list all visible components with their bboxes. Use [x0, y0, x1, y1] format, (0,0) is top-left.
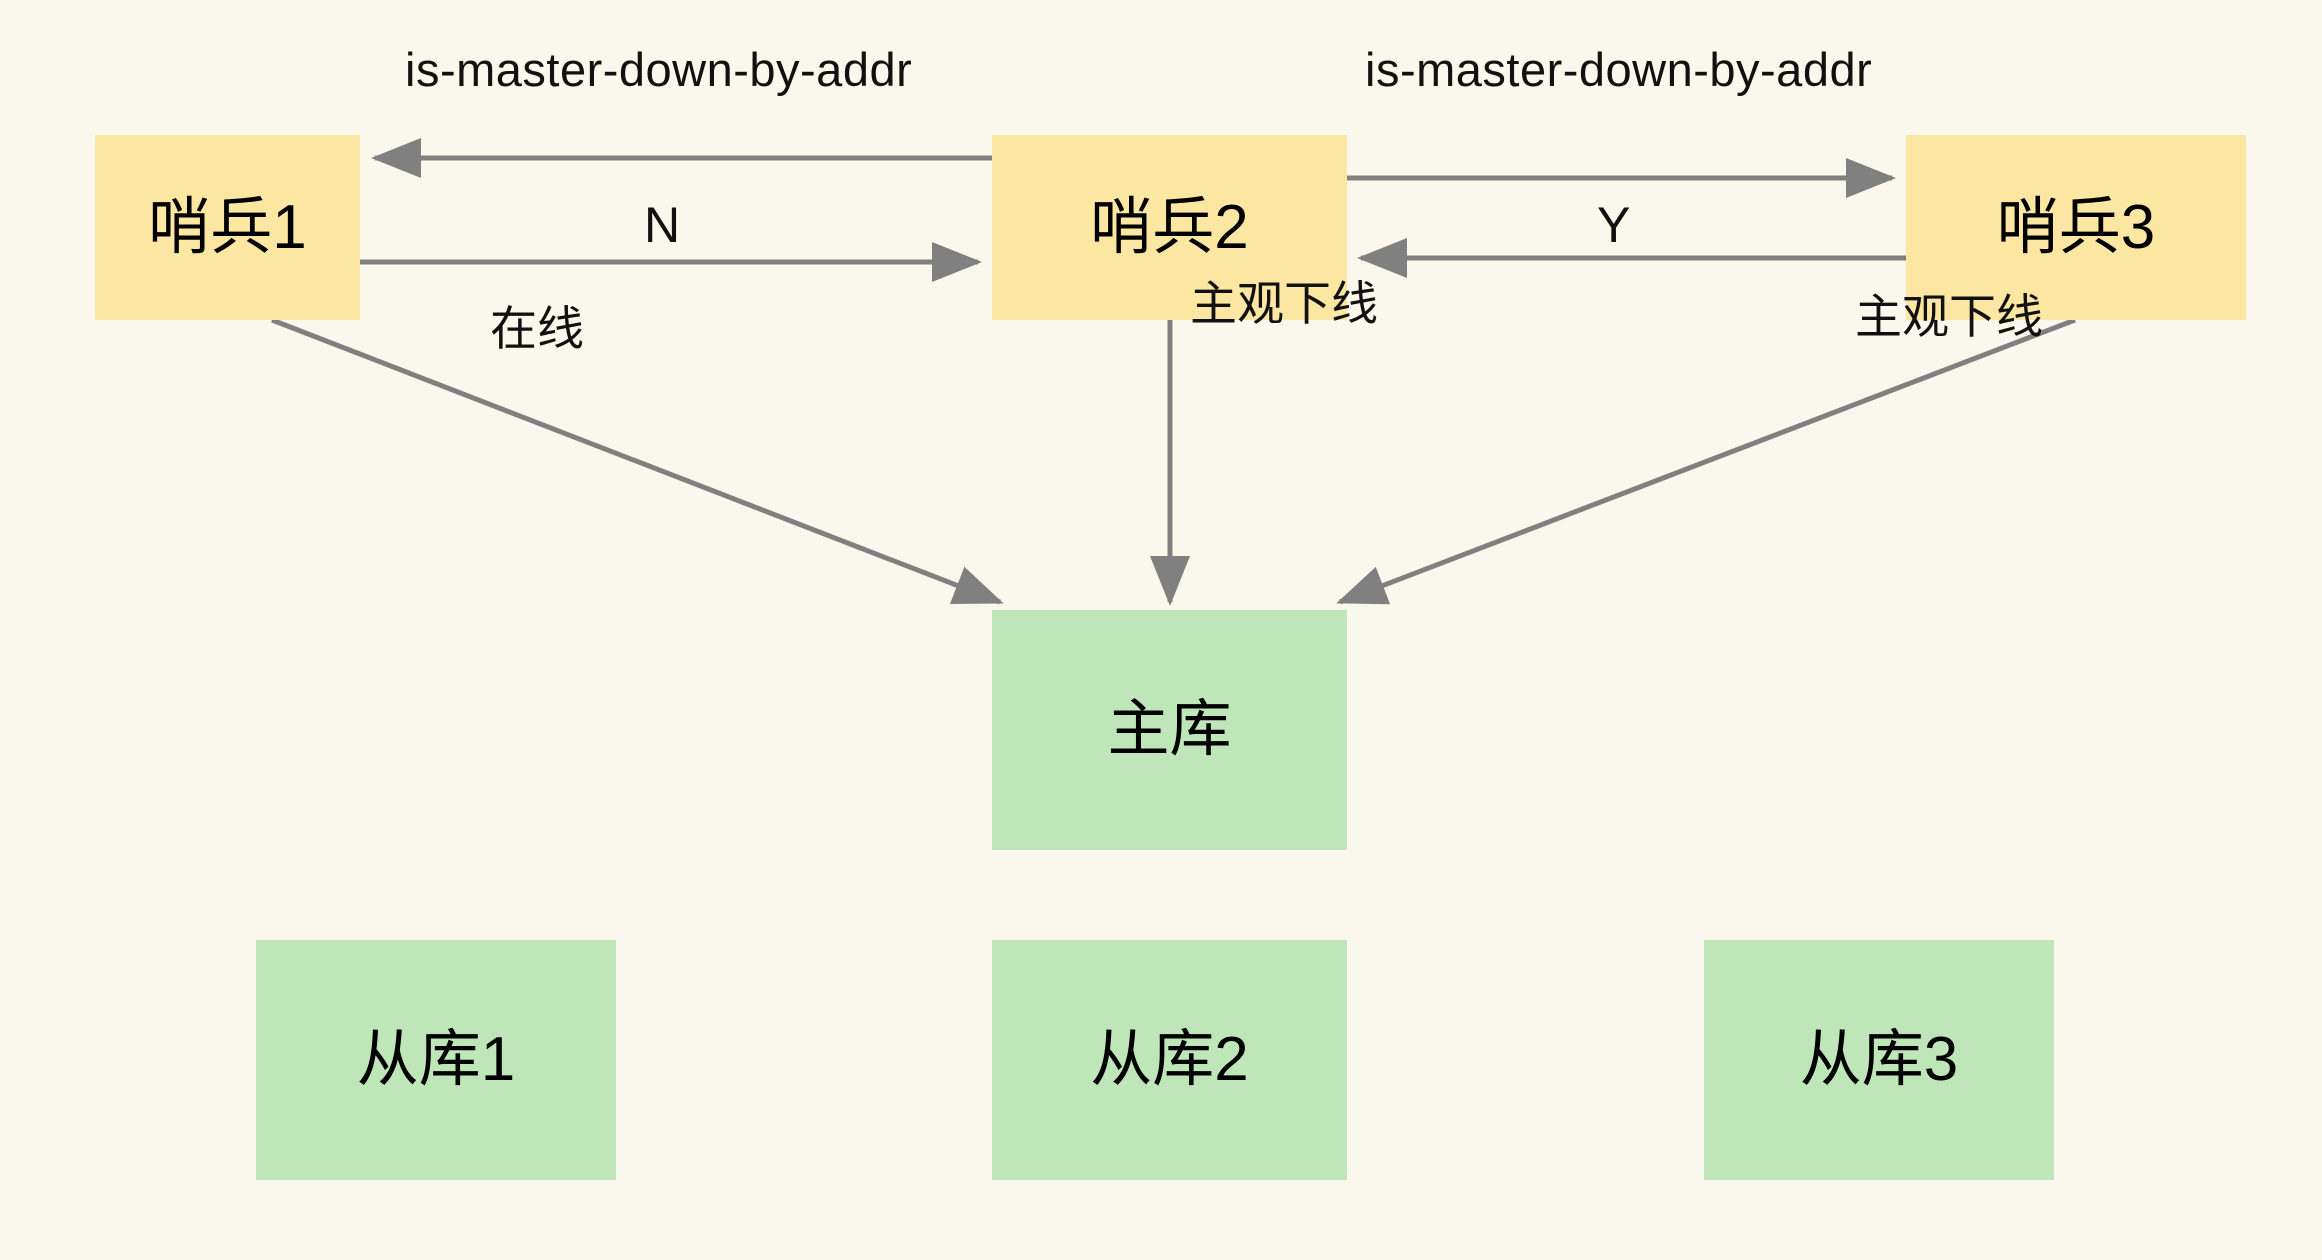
node-sentinel2[interactable]: 哨兵2 — [992, 135, 1347, 320]
edge-label-verdict-y: Y — [1597, 197, 1631, 253]
node-master[interactable]: 主库 — [992, 610, 1347, 850]
edge-label-state-online: 在线 — [490, 302, 584, 355]
edge-label-verdict-n: N — [644, 197, 681, 253]
edge-sentinel3-to-master — [1336, 317, 2076, 605]
node-slave2-label: 从库2 — [1090, 1025, 1249, 1094]
node-master-label: 主库 — [1107, 695, 1232, 764]
node-slave1[interactable]: 从库1 — [256, 940, 616, 1180]
node-slave3-label: 从库3 — [1799, 1025, 1959, 1094]
node-slave2[interactable]: 从库2 — [992, 940, 1347, 1180]
node-sentinel3[interactable]: 哨兵3 — [1906, 135, 2246, 320]
edge-label-state-subjective-right: 主观下线 — [1855, 290, 2043, 343]
edge-sentinel1-to-master — [271, 317, 1004, 605]
node-slave3[interactable]: 从库3 — [1704, 940, 2054, 1180]
edge-label-state-subjective-center: 主观下线 — [1190, 277, 1378, 330]
node-sentinel2-label: 哨兵2 — [1090, 192, 1249, 262]
node-sentinel1[interactable]: 哨兵1 — [95, 135, 360, 320]
edge-label-protocol-right: is-master-down-by-addr — [1365, 43, 1873, 96]
edge-label-protocol-left: is-master-down-by-addr — [405, 43, 913, 96]
node-slave1-label: 从库1 — [356, 1025, 516, 1094]
node-sentinel3-label: 哨兵3 — [1996, 192, 2156, 262]
node-sentinel1-label: 哨兵1 — [148, 192, 307, 262]
